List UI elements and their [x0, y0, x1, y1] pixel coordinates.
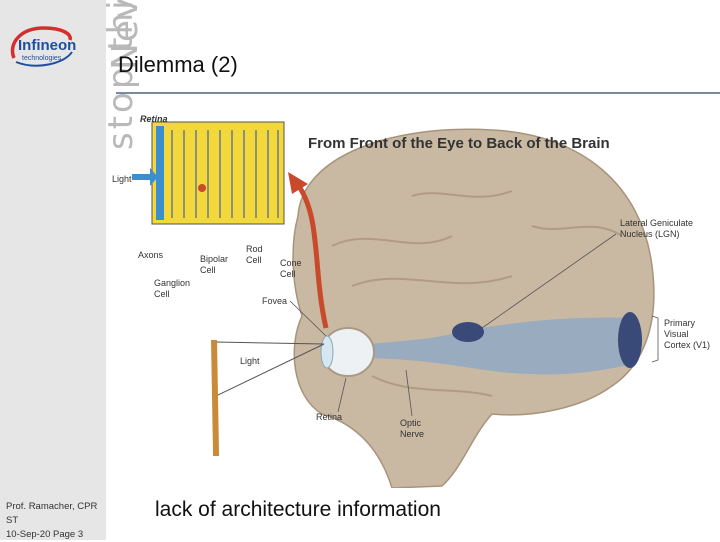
- footer-line2: 10-Sep-20 Page 3: [6, 529, 84, 540]
- label-v1-3: Cortex (V1): [664, 340, 710, 350]
- label-fovea: Fovea: [262, 296, 287, 306]
- sidebar: Infineon technologies Never stop thinkin…: [0, 0, 146, 542]
- label-bipolar-2: Cell: [200, 265, 216, 275]
- label-optic-2: Nerve: [400, 429, 424, 439]
- infineon-logo: Infineon technologies: [10, 26, 76, 67]
- pencil-object: [211, 339, 220, 457]
- label-ganglion-2: Cell: [154, 289, 170, 299]
- label-v1-2: Visual: [664, 329, 688, 339]
- logo-name: Infineon: [18, 37, 76, 54]
- label-cone-2: Cell: [280, 269, 296, 279]
- footer-line1: Prof. Ramacher, CPR ST: [6, 501, 98, 526]
- logo-sub: technologies: [22, 55, 62, 62]
- footer: Prof. Ramacher, CPR ST 10-Sep-20 Page 3: [6, 500, 106, 542]
- label-v1-1: Primary: [664, 318, 695, 328]
- bottom-caption: lack of architecture information: [155, 498, 441, 521]
- figure-title: From Front of the Eye to Back of the Bra…: [308, 135, 610, 152]
- label-cone-1: Cone: [280, 258, 302, 268]
- eye-brain-figure: From Front of the Eye to Back of the Bra…: [112, 114, 710, 488]
- lens: [320, 335, 334, 369]
- red-arrow: [293, 180, 329, 329]
- label-retina-bottom: Retina: [316, 412, 342, 422]
- title-rule: [116, 92, 720, 94]
- optic-pathway: [352, 317, 632, 375]
- label-ganglion-1: Ganglion: [154, 278, 190, 288]
- label-axons: Axons: [138, 250, 164, 260]
- label-lgn-2: Nucleus (LGN): [620, 229, 680, 239]
- label-optic-1: Optic: [400, 418, 422, 428]
- retina-inset: [151, 121, 285, 225]
- label-light-bottom: Light: [240, 356, 260, 366]
- label-rod-2: Cell: [246, 255, 262, 265]
- label-bipolar-1: Bipolar: [200, 254, 228, 264]
- lgn-nucleus: [452, 322, 484, 342]
- brain-shape: [292, 128, 655, 488]
- v1-cortex: [618, 312, 642, 368]
- label-retina-top: Retina: [140, 114, 168, 124]
- label-rod-1: Rod: [246, 244, 263, 254]
- label-light-top: Light: [112, 174, 132, 184]
- label-lgn-1: Lateral Geniculate: [620, 218, 693, 228]
- light-arrow: [132, 168, 158, 186]
- slide-title: Dilemma (2): [118, 52, 238, 77]
